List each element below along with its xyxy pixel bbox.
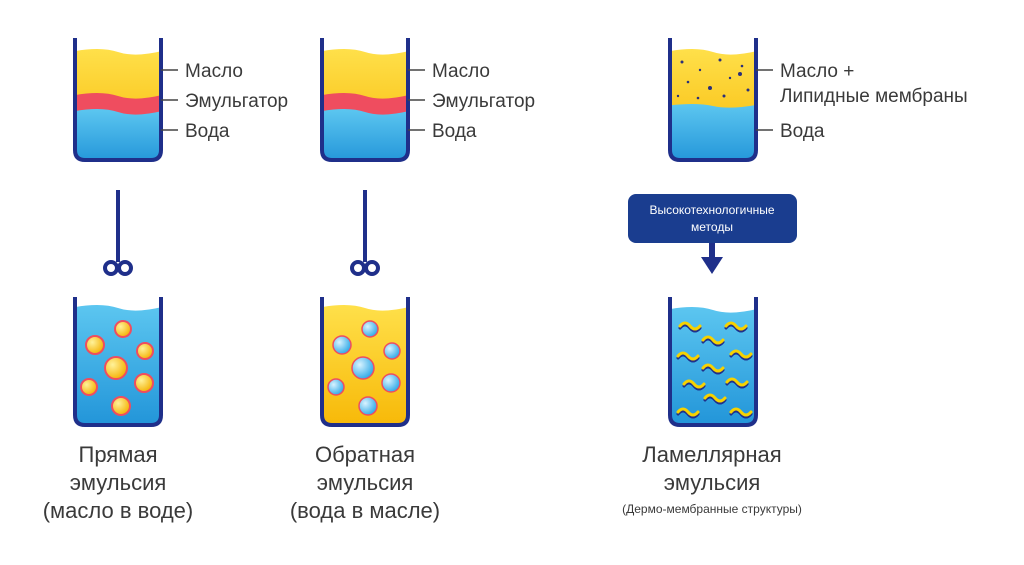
title-line: (масло в воде): [43, 498, 194, 523]
title-direct-emulsion: Прямая эмульсия (масло в воде): [43, 442, 194, 523]
label-emulsifier: Эмульгатор: [432, 91, 535, 112]
beaker-lamellar-emulsion: [668, 297, 758, 427]
subtitle: (Дермо-мембранные структуры): [622, 502, 802, 516]
title-line: эмульсия: [317, 470, 414, 495]
box-text-line1: Высокотехнологичные: [649, 203, 774, 217]
beaker-oil-emulsifier-water-1: Масло Эмульгатор Вода: [73, 38, 288, 162]
title-line: эмульсия: [664, 470, 761, 495]
title-line: Обратная: [315, 442, 415, 467]
label-water: Вода: [432, 121, 477, 142]
label-oil-plus: Масло +: [780, 61, 854, 82]
title-reverse-emulsion: Обратная эмульсия (вода в масле): [290, 442, 440, 523]
title-line: Прямая: [79, 442, 158, 467]
stirrer-icon: [350, 190, 380, 276]
label-lipid-membranes: Липидные мембраны: [780, 86, 968, 107]
stirrer-icon: [103, 190, 133, 276]
title-line: эмульсия: [70, 470, 167, 495]
title-line: (вода в масле): [290, 498, 440, 523]
label-water: Вода: [185, 121, 230, 142]
beaker-reverse-emulsion: [320, 297, 410, 427]
label-emulsifier: Эмульгатор: [185, 91, 288, 112]
title-lamellar-emulsion: Ламеллярная эмульсия (Дермо-мембранные с…: [622, 442, 802, 516]
label-oil: Масло: [432, 61, 490, 82]
beaker-oil-emulsifier-water-2: Масло Эмульгатор Вода: [320, 38, 535, 162]
label-oil: Масло: [185, 61, 243, 82]
beaker-oil-lipids-water: Масло + Липидные мембраны Вода: [668, 38, 968, 162]
label-water: Вода: [780, 121, 825, 142]
high-tech-methods-box: Высокотехнологичные методы: [628, 194, 797, 243]
beaker-direct-emulsion: [73, 297, 163, 427]
box-text-line2: методы: [691, 220, 733, 234]
title-line: Ламеллярная: [642, 442, 781, 467]
arrow-down-icon: [701, 243, 723, 274]
